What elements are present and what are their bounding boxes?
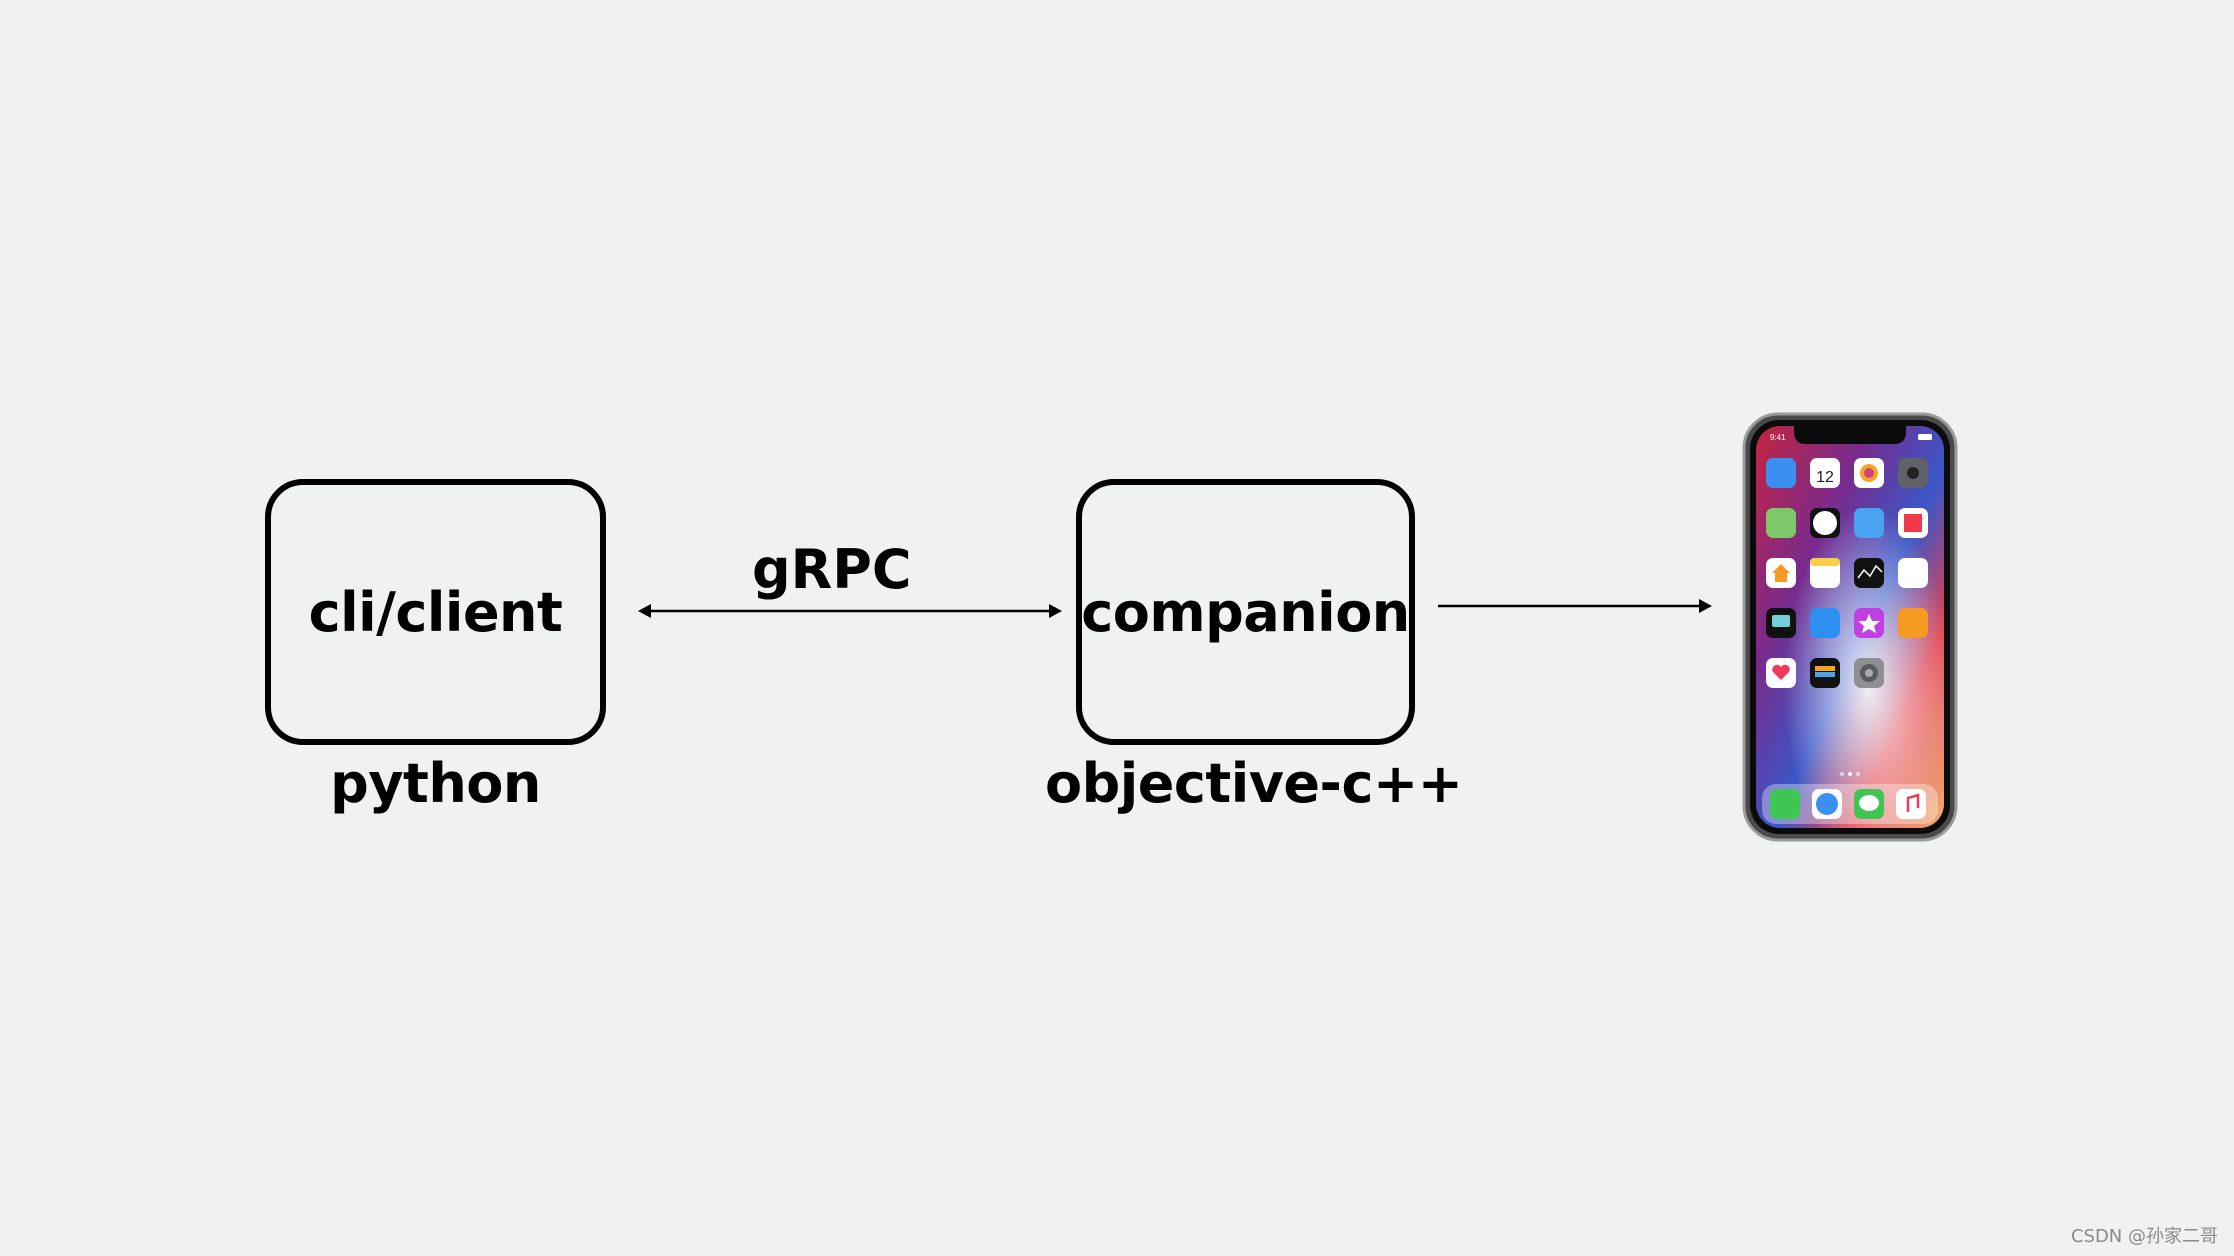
reminders-app-icon — [1898, 558, 1928, 588]
ibooks-app-icon — [1898, 608, 1928, 638]
dock — [1762, 784, 1938, 824]
status-time: 9:41 — [1770, 433, 1786, 442]
maps-app-icon — [1766, 508, 1796, 538]
music-app-icon — [1896, 789, 1926, 819]
arrowhead-left-icon — [638, 604, 651, 618]
device-arrow — [1438, 599, 1712, 613]
app-grid: 12 — [1766, 458, 1928, 688]
companion-label: companion — [1081, 580, 1410, 644]
client-language-label: python — [330, 752, 541, 815]
phone-app-icon — [1770, 789, 1800, 819]
arrowhead-right-icon — [1049, 604, 1062, 618]
iphone-icon: 9:41 12 — [1742, 412, 1958, 842]
arrowhead-right-icon — [1699, 599, 1712, 613]
companion-language-label: objective-c++ — [1045, 752, 1463, 815]
weather-app-icon — [1854, 508, 1884, 538]
grpc-edge-label: gRPC — [752, 538, 912, 601]
calendar-day: 12 — [1816, 469, 1834, 486]
client-label: cli/client — [308, 580, 563, 644]
client-box: cli/client — [265, 479, 606, 745]
mail-app-icon — [1766, 458, 1796, 488]
calendar-app-icon — [1810, 458, 1840, 488]
watermark: CSDN @孙家二哥 — [2070, 1226, 2218, 1247]
stocks-app-icon — [1854, 558, 1884, 588]
companion-box: companion — [1076, 479, 1415, 745]
grpc-arrow — [638, 604, 1062, 618]
app-store-icon — [1810, 608, 1840, 638]
